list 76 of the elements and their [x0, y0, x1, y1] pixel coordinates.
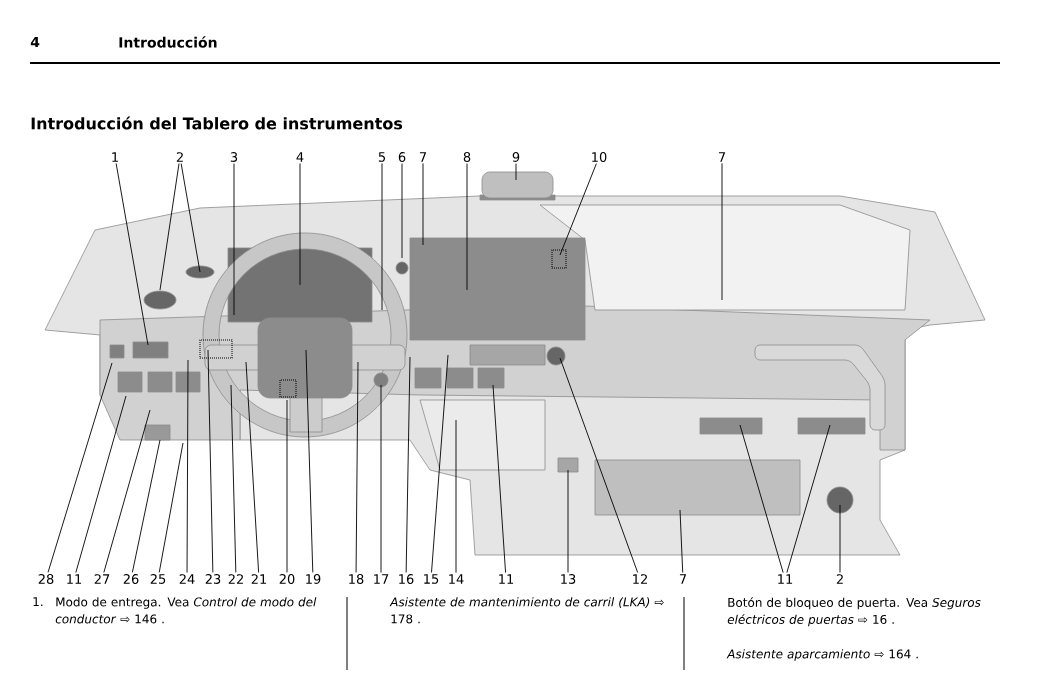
list-number: 1.	[33, 597, 43, 606]
leader-line	[158, 442, 184, 573]
running-header: Introducción	[119, 36, 217, 48]
body-text: Asistente de mantenimiento de carril (LKA) ⇨ 178 .	[389, 597, 664, 624]
callout-number: 1	[112, 152, 118, 162]
callout-number: 12	[633, 574, 647, 584]
callout-number: 6	[398, 152, 406, 162]
callout-number: 7	[679, 574, 687, 584]
callout-number: 7	[419, 152, 427, 162]
callout-number: 13	[561, 574, 576, 584]
callout-number: 24	[179, 574, 195, 584]
callout-number: 8	[463, 152, 471, 162]
leader-line	[115, 163, 149, 346]
callout-number: 11	[499, 574, 514, 584]
callout-number: 2	[836, 574, 843, 584]
leader-line	[186, 359, 189, 573]
callout-number: 7	[718, 152, 726, 162]
leader-line	[739, 424, 784, 573]
callout-number: 9	[512, 152, 520, 162]
callout-number: 14	[449, 574, 464, 584]
callout-number: 21	[251, 574, 267, 584]
callout-number: 28	[38, 574, 54, 584]
leader-line	[75, 395, 127, 573]
callout-number: 17	[374, 574, 389, 584]
callout-number: 15	[424, 574, 439, 584]
leader-line	[422, 163, 424, 246]
leader-line	[721, 163, 723, 301]
leader-line	[679, 509, 684, 573]
callout-number: 26	[123, 574, 139, 584]
body-text: Botón de bloqueo de puerta. Vea Seguros eléctricos de puertas ⇨ 16 .	[727, 597, 981, 627]
leader-line	[839, 504, 841, 573]
leader-line	[305, 349, 314, 573]
leader-line	[207, 349, 214, 573]
callout-number: 3	[230, 152, 238, 162]
leader-line	[567, 469, 569, 573]
callout-number: 27	[94, 574, 110, 584]
leader-line	[131, 439, 161, 573]
callout-number: 25	[150, 574, 166, 584]
callout-number: 19	[306, 574, 321, 584]
callout-number: 23	[205, 574, 221, 584]
callout-number: 11	[67, 574, 82, 584]
leader-line	[455, 419, 457, 573]
callout-number: 18	[349, 574, 364, 584]
callout-number: 22	[228, 574, 243, 584]
leader-line	[559, 163, 597, 256]
leader-line	[381, 163, 383, 311]
callout-number: 11	[778, 574, 793, 584]
leader-line	[492, 384, 507, 573]
body-text: Modo de entrega. Vea Control de modo del conductor ⇨ 146 .	[55, 597, 317, 624]
body-text: Asistente aparcamiento ⇨ 164 .	[726, 649, 918, 661]
callout-number: 10	[592, 152, 607, 162]
callout-number: 4	[296, 152, 304, 162]
leader-line	[47, 362, 113, 573]
leader-line	[786, 424, 831, 573]
leader-line	[245, 361, 260, 573]
leader-line	[466, 163, 468, 291]
leader-line	[299, 163, 301, 286]
leader-line	[559, 357, 639, 573]
leader-line	[180, 163, 201, 273]
leader-line	[159, 163, 180, 291]
leader-line	[401, 163, 403, 259]
leader-line	[103, 409, 151, 573]
page-number: 4	[30, 36, 40, 48]
callout-number: 2	[176, 152, 183, 162]
leader-line	[405, 356, 411, 573]
leader-line	[230, 384, 237, 573]
callout-number: 20	[279, 574, 295, 584]
callout-number: 16	[399, 574, 414, 584]
leader-line	[515, 163, 517, 181]
leader-line	[286, 399, 288, 573]
callout-number: 5	[378, 152, 385, 162]
section-heading: Introducción del Tablero de instrumentos	[31, 116, 403, 130]
leader-line	[431, 354, 449, 573]
leader-line	[380, 384, 382, 573]
leader-line	[233, 163, 235, 316]
leader-line	[355, 361, 359, 573]
